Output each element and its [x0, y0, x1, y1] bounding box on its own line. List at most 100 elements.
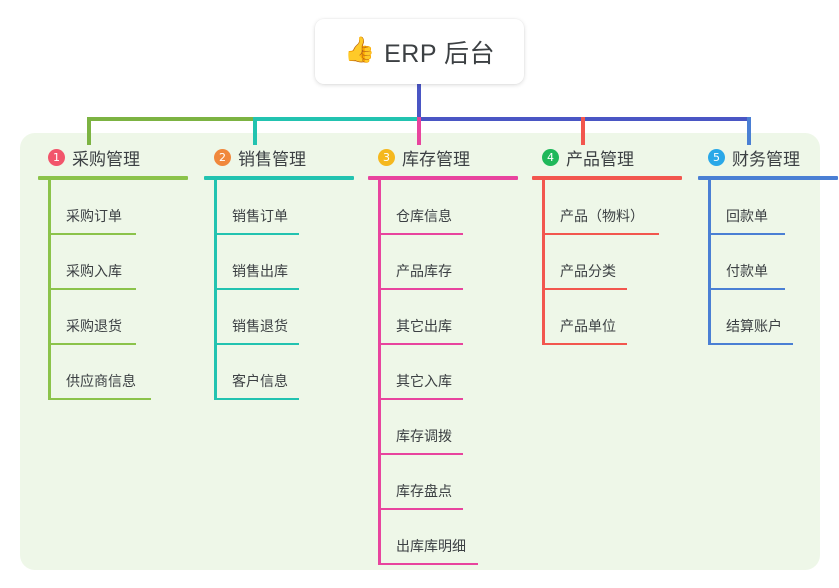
list-item[interactable]: 采购订单: [38, 180, 188, 235]
branch-column-purchase: 1 采购管理采购订单采购入库采购退货供应商信息: [38, 145, 188, 400]
list-item[interactable]: 供应商信息: [38, 345, 188, 400]
list-item-label: 产品分类: [560, 263, 616, 279]
list-item-underline: [48, 343, 136, 345]
list-item[interactable]: 其它入库: [368, 345, 518, 400]
root-node[interactable]: 👍 ERP 后台: [315, 19, 524, 84]
branch-header-sales[interactable]: 2 销售管理: [204, 145, 354, 169]
drop-2: [253, 117, 257, 145]
list-item-underline: [708, 233, 785, 235]
branch-title: 采购管理: [72, 149, 140, 169]
branch-underline: [368, 176, 518, 180]
list-item-label: 仓库信息: [396, 208, 452, 224]
branch-title: 财务管理: [732, 149, 800, 169]
branch-title: 库存管理: [402, 149, 470, 169]
branch-underline: [204, 176, 354, 180]
list-item-underline: [48, 398, 151, 400]
list-item[interactable]: 产品分类: [532, 235, 682, 290]
branch-header-finance[interactable]: 5 财务管理: [698, 145, 838, 169]
branch-number-badge: 2: [214, 148, 231, 166]
branch-title: 销售管理: [238, 149, 306, 169]
drop-3: [417, 117, 421, 145]
list-item[interactable]: 销售订单: [204, 180, 354, 235]
list-item-label: 采购退货: [66, 318, 122, 334]
branch-spine: [542, 180, 545, 345]
branch-title: 产品管理: [566, 149, 634, 169]
list-item[interactable]: 库存调拨: [368, 400, 518, 455]
branch-items-sales: 销售订单销售出库销售退货客户信息: [204, 180, 354, 400]
list-item-underline: [214, 233, 299, 235]
branch-items-finance: 回款单付款单结算账户: [698, 180, 838, 345]
list-item-underline: [542, 233, 659, 235]
list-item-underline: [48, 233, 136, 235]
list-item-underline: [378, 453, 463, 455]
list-item[interactable]: 回款单: [698, 180, 838, 235]
list-item-label: 产品库存: [396, 263, 452, 279]
list-item-label: 采购订单: [66, 208, 122, 224]
root-title: ERP 后台: [384, 39, 496, 68]
list-item-label: 销售退货: [232, 318, 288, 334]
thumbs-up-icon: 👍: [343, 36, 376, 64]
branch-underline: [532, 176, 682, 180]
list-item[interactable]: 库存盘点: [368, 455, 518, 510]
list-item-label: 出库库明细: [396, 538, 466, 554]
list-item[interactable]: 产品单位: [532, 290, 682, 345]
list-item[interactable]: 付款单: [698, 235, 838, 290]
branch-spine: [214, 180, 217, 400]
drop-5: [747, 117, 751, 145]
list-item-label: 库存盘点: [396, 483, 452, 499]
list-item-underline: [542, 288, 627, 290]
list-item[interactable]: 出库库明细: [368, 510, 518, 565]
branch-items-purchase: 采购订单采购入库采购退货供应商信息: [38, 180, 188, 400]
branch-number-badge: 1: [48, 148, 65, 166]
list-item-label: 结算账户: [726, 318, 782, 334]
list-item-underline: [378, 288, 463, 290]
root-trunk-connector: [417, 84, 421, 119]
list-item-underline: [214, 343, 299, 345]
list-item-label: 其它出库: [396, 318, 452, 334]
list-item-underline: [378, 233, 463, 235]
branch-underline: [38, 176, 188, 180]
list-item[interactable]: 产品库存: [368, 235, 518, 290]
list-item[interactable]: 其它出库: [368, 290, 518, 345]
branch-items-inventory: 仓库信息产品库存其它出库其它入库库存调拨库存盘点出库库明细: [368, 180, 518, 565]
drop-1: [87, 117, 91, 145]
branch-items-product: 产品（物料） 产品分类产品单位: [532, 180, 682, 345]
list-item[interactable]: 采购退货: [38, 290, 188, 345]
list-item[interactable]: 销售出库: [204, 235, 354, 290]
branch-column-product: 4 产品管理产品（物料） 产品分类产品单位: [532, 145, 682, 345]
list-item-label: 供应商信息: [66, 373, 136, 389]
branch-header-product[interactable]: 4 产品管理: [532, 145, 682, 169]
list-item-label: 产品单位: [560, 318, 616, 334]
branch-number-badge: 5: [708, 148, 725, 166]
list-item-label: 产品（物料）: [560, 208, 644, 224]
list-item[interactable]: 结算账户: [698, 290, 838, 345]
list-item[interactable]: 销售退货: [204, 290, 354, 345]
list-item-underline: [378, 508, 463, 510]
branch-spine: [708, 180, 711, 345]
green-segment: [87, 117, 254, 121]
list-item-underline: [378, 563, 478, 565]
list-item-underline: [708, 288, 785, 290]
list-item-underline: [542, 343, 627, 345]
branch-column-sales: 2 销售管理销售订单销售出库销售退货客户信息: [204, 145, 354, 400]
list-item[interactable]: 产品（物料）: [532, 180, 682, 235]
list-item-label: 客户信息: [232, 373, 288, 389]
list-item-underline: [378, 398, 463, 400]
list-item[interactable]: 客户信息: [204, 345, 354, 400]
drop-4: [581, 117, 585, 145]
mindmap-panel: [20, 133, 820, 570]
list-item-label: 回款单: [726, 208, 768, 224]
list-item-label: 付款单: [726, 263, 768, 279]
list-item-underline: [708, 343, 793, 345]
branch-spine: [48, 180, 51, 400]
list-item[interactable]: 采购入库: [38, 235, 188, 290]
list-item-label: 采购入库: [66, 263, 122, 279]
branch-number-badge: 4: [542, 148, 559, 166]
list-item[interactable]: 仓库信息: [368, 180, 518, 235]
list-item-label: 销售出库: [232, 263, 288, 279]
list-item-underline: [214, 288, 299, 290]
list-item-underline: [48, 288, 136, 290]
branch-header-purchase[interactable]: 1 采购管理: [38, 145, 188, 169]
